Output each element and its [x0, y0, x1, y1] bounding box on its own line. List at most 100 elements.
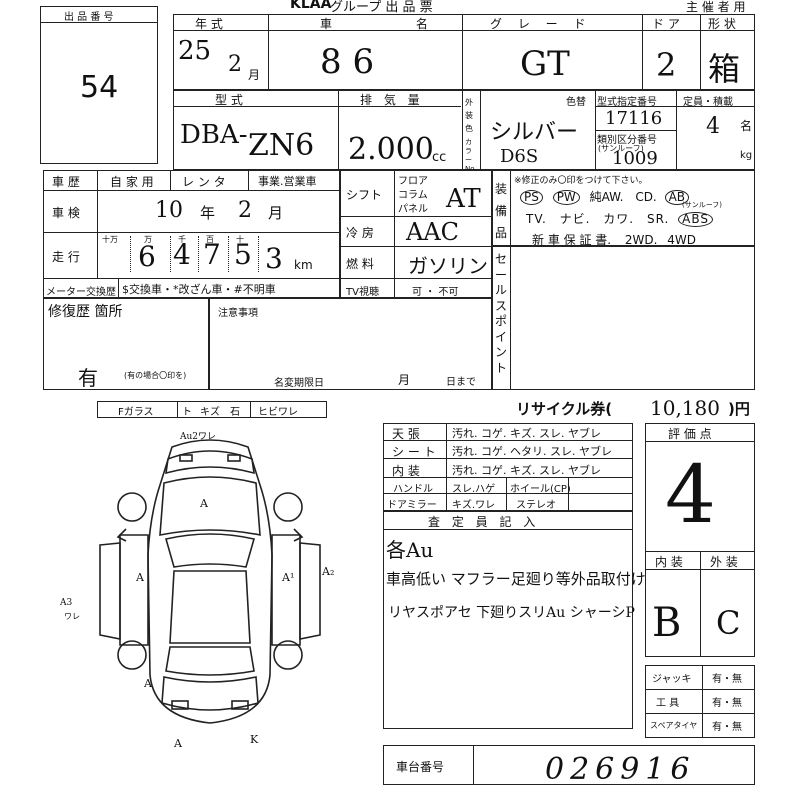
cond-mirror-label: ドアミラー [387, 500, 437, 511]
tool-spare-value: 有・無 [712, 722, 742, 733]
equipment-line-2: TV. ナビ. カワ. SR. ABS [526, 210, 713, 227]
interior-grade-value: B [652, 600, 682, 646]
color-change-label: 色替 [566, 97, 586, 108]
recycle-unit: )円 [728, 400, 750, 418]
mileage-digit-3: 7 [203, 238, 221, 271]
glass-stone: 石 [230, 407, 240, 418]
car-name-label: 車 名 [320, 17, 468, 31]
cond-ceiling-text: 汚れ. コゲ. キズ. スレ. ヤブレ [452, 427, 601, 440]
name-change-label: 名変期限日 [274, 378, 324, 389]
exterior-grade-value: C [716, 604, 741, 642]
chassis-box [383, 745, 755, 785]
model-code: ZN6 [248, 128, 315, 163]
equipment-line-3: 新 車 保 証 書. 2WD. 4WD [532, 231, 696, 248]
lot-number-box [40, 6, 158, 164]
organizer-use-label: 主 催 者 用 [686, 0, 746, 14]
damage-mark: K [250, 733, 259, 746]
lot-number-label: 出 品 番 号 [64, 12, 114, 23]
damage-mark: A [173, 737, 183, 750]
tool-kit-value: 有・無 [712, 698, 742, 709]
name-change-month: 月 [398, 373, 411, 387]
meter-exchange-note: $交換車・*改ざん車・#不明車 [122, 283, 276, 296]
cond-ceiling-label: 天 張 [392, 427, 420, 441]
capacity-label: 定員・積載 [683, 97, 733, 108]
history-label: 車 歴 [52, 175, 80, 189]
digit-label-10k: 万 [144, 235, 152, 244]
displacement-unit: cc [432, 150, 447, 165]
capacity-unit: 名 [740, 119, 753, 133]
displacement-label: 排 気 量 [360, 93, 424, 107]
mileage-label: 走 行 [52, 250, 80, 264]
recycle-label: リサイクル券( [516, 400, 613, 418]
cond-handle-label: ハンドル [393, 484, 433, 495]
sales-point-block [492, 246, 755, 390]
inspector-note-3: リヤスポアセ 下廻りスリAu シャーシP [388, 605, 635, 621]
tools-box [645, 665, 755, 738]
car-name-value: 8 6 [320, 42, 375, 82]
grade-value: GT [520, 44, 570, 84]
inspection-year: 10 [155, 198, 183, 223]
equip-alloy: 純AW. [589, 190, 624, 204]
meter-exchange-label: メーター交換歴 [46, 287, 116, 298]
shape-value: 箱 [708, 50, 741, 88]
mileage-unit: km [294, 258, 313, 272]
car-diagram: A A A¹ A₂ A A K Au2ワレ A3 ワレ [60, 432, 334, 750]
equipment-note: ※修正のみ〇印をつけて下さい。 [514, 176, 648, 186]
inspection-label: 車 検 [52, 206, 80, 220]
equip-navi: ナビ. [559, 212, 591, 226]
history-rental: レ ン タ [182, 175, 226, 189]
damage-note: A3 [60, 598, 72, 608]
grade-score-label: 評 価 点 [668, 427, 712, 441]
damage-mark: A₂ [321, 565, 334, 578]
glass-box [97, 401, 327, 418]
ac-label: 冷 房 [346, 226, 374, 240]
grade-score-value: 4 [665, 448, 716, 541]
sheet-title: グループ 出 品 票 [330, 0, 433, 15]
grade-label: グ レ ー ド [490, 17, 592, 31]
damage-mark: A [135, 571, 145, 584]
model-row [173, 90, 755, 170]
condition-table [383, 423, 633, 511]
month-unit: 月 [248, 68, 261, 82]
equip-tv: TV. [526, 212, 547, 226]
mileage-digit-2: 4 [173, 238, 191, 271]
model-label: 型 式 [215, 93, 243, 107]
shift-floor: フロア [398, 176, 428, 187]
glass-scratch: キズ [200, 407, 220, 418]
org-logo: KLAA [290, 0, 332, 12]
fuel-value: ガソリン [408, 254, 488, 278]
cond-interior-text: 汚れ. コゲ. キズ. スレ. ヤブレ [452, 464, 601, 477]
chassis-label: 車台番号 [396, 760, 445, 774]
glass-chip: ト [182, 407, 192, 418]
tool-jack-value: 有・無 [712, 674, 742, 685]
history-block [43, 170, 340, 298]
cond-seat-label: シ ー ト [392, 445, 436, 459]
tv-options: 可 ・ 不可 [412, 287, 459, 298]
equip-ab: AB [664, 190, 690, 205]
cond-interior-label: 内 装 [392, 464, 420, 478]
repair-value: 有 [78, 366, 98, 390]
vehicle-row [173, 14, 755, 90]
digit-label-100k: 十万 [102, 235, 118, 244]
displacement-value: 2.000 [348, 132, 434, 167]
inspection-month-unit: 月 [268, 204, 284, 222]
sales-point-label: セールスポイント [495, 252, 508, 375]
cond-handle-text: スレ.ハゲ [452, 484, 496, 495]
name-change-day: 日まで [446, 377, 476, 388]
shift-panel: パネル [398, 204, 428, 215]
shift-column: コラム [398, 190, 428, 201]
model-prefix: DBA- [180, 120, 248, 150]
equip-ps: PS [520, 190, 543, 205]
month-value: 2 [228, 52, 242, 77]
mileage-digit-5: 3 [265, 242, 283, 275]
type-designation-value: 17116 [605, 108, 663, 129]
capacity-value: 4 [706, 114, 720, 139]
history-commercial: 事業.営業車 [258, 175, 317, 188]
equip-sunroof-sub: (サンルーフ) [682, 201, 723, 209]
digit-label-10: 十 [236, 235, 244, 244]
class-number-label: 類別区分番号 [597, 135, 657, 146]
recycle-value: 10,180 [650, 396, 720, 420]
inspector-block [383, 511, 633, 729]
lot-number-value: 54 [80, 70, 119, 105]
shift-value: AT [446, 184, 481, 214]
